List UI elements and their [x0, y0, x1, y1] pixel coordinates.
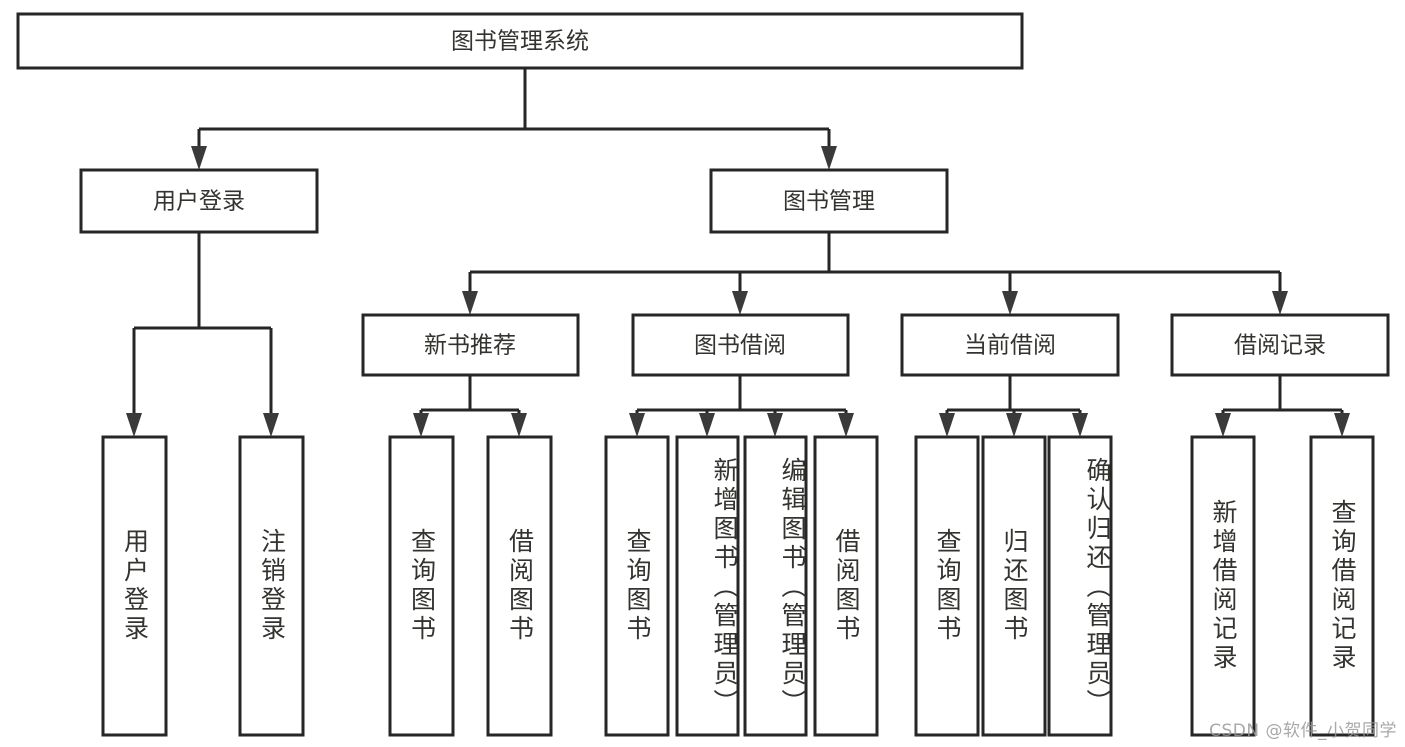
node-book-borrow[interactable]: 图书借阅 [631, 313, 850, 377]
arrow-head-leaf-9 [939, 413, 955, 437]
leaf-boxes [101, 435, 1375, 737]
arrow-head-leaf-2 [263, 413, 279, 437]
node-book-management-label: 图书管理 [783, 189, 875, 215]
node-borrow-record[interactable]: 借阅记录 [1170, 313, 1390, 377]
leaf-box-logout[interactable] [238, 435, 305, 737]
leaf-box-add-book[interactable] [675, 435, 740, 737]
leaf-box-borrow-book-1[interactable] [486, 435, 553, 737]
arrow-head-leaf-6 [699, 413, 715, 437]
node-root-box[interactable] [16, 12, 1024, 70]
leaf-box-query-book-2[interactable] [604, 435, 670, 737]
arrow-head-to-newbook [462, 291, 478, 315]
csdn-watermark: CSDN @软件_小贺同学 [1209, 721, 1397, 741]
node-new-book-recommend-label: 新书推荐 [424, 333, 516, 359]
leaf-box-edit-book[interactable] [743, 435, 808, 737]
node-new-book-recommend-box[interactable] [361, 313, 580, 377]
node-book-borrow-label: 图书借阅 [694, 333, 786, 359]
arrow-head-leaf-3 [413, 413, 429, 437]
node-current-borrow-box[interactable] [900, 313, 1120, 377]
node-current-borrow[interactable]: 当前借阅 [900, 313, 1120, 377]
leaf-box-borrow-book-2[interactable] [813, 435, 879, 737]
arrow-head-to-borrow [732, 291, 748, 315]
node-root-label: 图书管理系统 [451, 29, 589, 55]
arrow-head-leaf-11 [1072, 413, 1088, 437]
node-current-borrow-label: 当前借阅 [964, 333, 1056, 359]
arrow-head-leaf-12 [1215, 413, 1231, 437]
node-user-login-box[interactable] [79, 168, 319, 234]
connector-group-current [939, 375, 1088, 437]
leaf-box-query-book-1[interactable] [388, 435, 455, 737]
leaf-box-confirm-return[interactable] [1047, 435, 1113, 737]
arrow-head-leaf-7 [767, 413, 783, 437]
arrow-head-to-bookmgmt [821, 146, 837, 170]
connector-group-login [126, 232, 279, 437]
node-book-management-box[interactable] [709, 168, 949, 234]
node-borrow-record-label: 借阅记录 [1234, 333, 1326, 359]
connector-group-bookmgmt [462, 232, 1288, 315]
arrow-head-leaf-8 [838, 413, 854, 437]
node-book-management[interactable]: 图书管理 [709, 168, 949, 234]
arrow-head-leaf-13 [1334, 413, 1350, 437]
arrow-head-leaf-1 [126, 413, 142, 437]
connector-group-borrow [629, 375, 854, 437]
connector-group-record [1215, 375, 1350, 437]
node-root[interactable]: 图书管理系统 [16, 12, 1024, 70]
node-borrow-record-box[interactable] [1170, 313, 1390, 377]
leaf-box-query-record[interactable] [1309, 435, 1375, 737]
arrow-head-leaf-5 [629, 413, 645, 437]
node-book-borrow-box[interactable] [631, 313, 850, 377]
arrow-head-leaf-10 [1006, 413, 1022, 437]
leaf-box-add-record[interactable] [1190, 435, 1256, 737]
leaf-box-query-book-3[interactable] [914, 435, 980, 737]
connector-group-root [191, 68, 837, 170]
node-user-login[interactable]: 用户登录 [79, 168, 319, 234]
node-user-login-label: 用户登录 [153, 189, 245, 215]
arrow-head-to-record [1272, 291, 1288, 315]
leaf-box-return-book[interactable] [981, 435, 1047, 737]
arrow-head-to-current [1002, 291, 1018, 315]
arrow-head-leaf-4 [511, 413, 527, 437]
leaf-box-user-login[interactable] [101, 435, 168, 737]
connector-group-newbook [413, 375, 527, 437]
arrow-head-to-login [191, 146, 207, 170]
node-new-book-recommend[interactable]: 新书推荐 [361, 313, 580, 377]
